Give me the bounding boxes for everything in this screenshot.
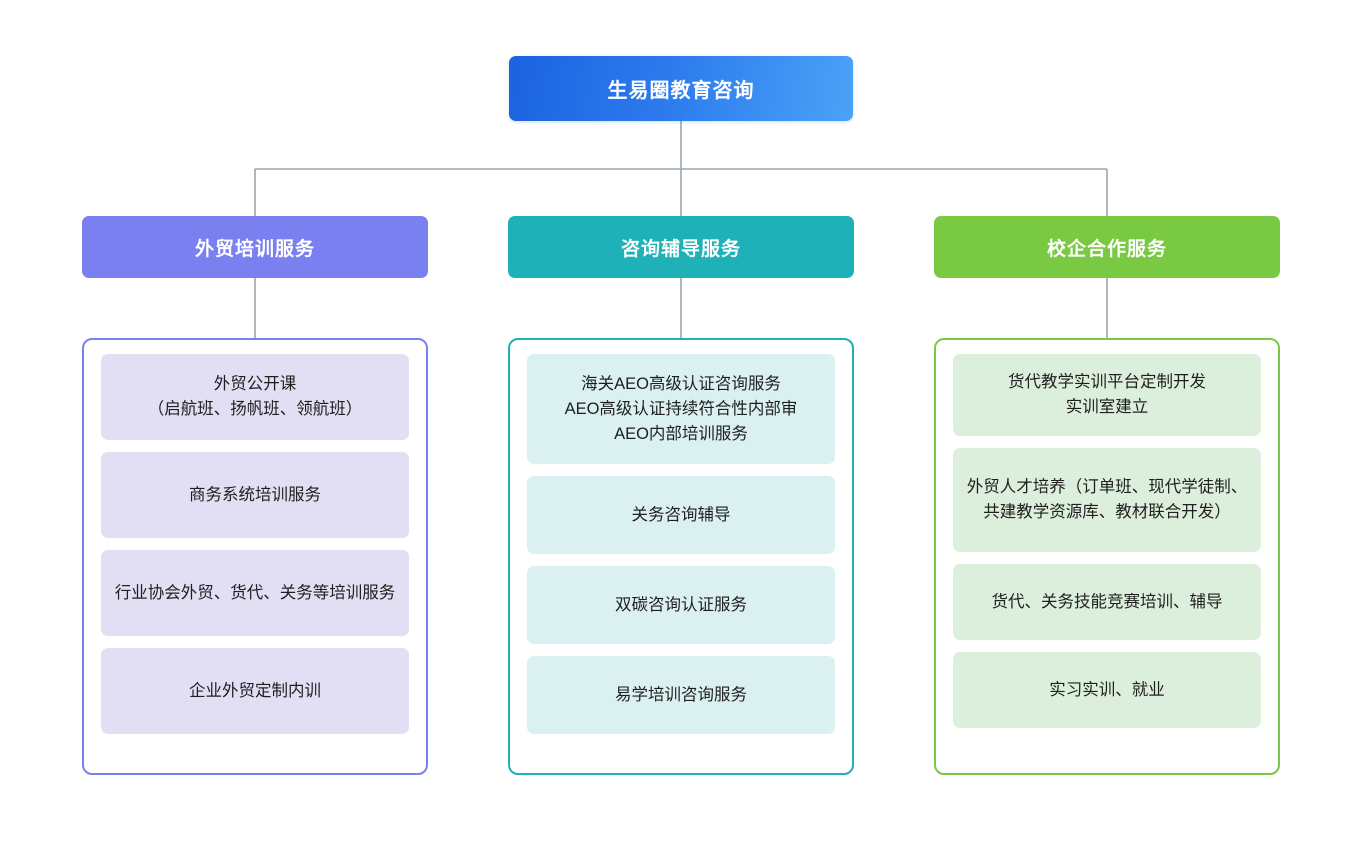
branch-header-consulting-tutoring[interactable]: 咨询辅导服务 [508, 216, 854, 278]
leaf-card-label: 外贸人才培养（订单班、现代学徒制、共建教学资源库、教材联合开发） [966, 478, 1248, 521]
branch-header-label: 咨询辅导服务 [620, 238, 741, 260]
leaf-card-label: 实习实训、就业 [1049, 680, 1165, 699]
leaf-card[interactable]: 双碳咨询认证服务 [527, 566, 835, 644]
branch-header-label: 外贸培训服务 [194, 238, 315, 260]
leaf-card-label: 易学培训咨询服务 [615, 685, 747, 704]
leaf-card-label: 行业协会外贸、货代、关务等培训服务 [114, 583, 396, 602]
leaf-card[interactable]: 外贸人才培养（订单班、现代学徒制、共建教学资源库、教材联合开发） [953, 448, 1261, 552]
leaf-card-label: 货代教学实训平台定制开发 实训室建立 [1008, 373, 1206, 416]
leaf-card[interactable]: 海关AEO高级认证咨询服务 AEO高级认证持续符合性内部审 AEO内部培训服务 [527, 354, 835, 464]
branch-body-consulting-tutoring: 海关AEO高级认证咨询服务 AEO高级认证持续符合性内部审 AEO内部培训服务 … [508, 338, 854, 775]
branch-body-foreign-trade-training: 外贸公开课 （启航班、扬帆班、领航班） 商务系统培训服务 行业协会外贸、货代、关… [82, 338, 428, 775]
branch-body-school-enterprise-cooperation: 货代教学实训平台定制开发 实训室建立 外贸人才培养（订单班、现代学徒制、共建教学… [934, 338, 1280, 775]
root-node-label: 生易圈教育咨询 [607, 80, 755, 102]
leaf-card-label: 双碳咨询认证服务 [615, 595, 747, 614]
branch-header-school-enterprise-cooperation[interactable]: 校企合作服务 [934, 216, 1280, 278]
leaf-card[interactable]: 行业协会外贸、货代、关务等培训服务 [101, 550, 409, 636]
leaf-card[interactable]: 商务系统培训服务 [101, 452, 409, 538]
leaf-card-label: 商务系统培训服务 [189, 485, 321, 504]
leaf-card[interactable]: 关务咨询辅导 [527, 476, 835, 554]
leaf-card-label: 外贸公开课 （启航班、扬帆班、领航班） [147, 375, 363, 418]
leaf-card[interactable]: 货代教学实训平台定制开发 实训室建立 [953, 354, 1261, 436]
branch-header-foreign-trade-training[interactable]: 外贸培训服务 [82, 216, 428, 278]
leaf-card[interactable]: 易学培训咨询服务 [527, 656, 835, 734]
leaf-card[interactable]: 企业外贸定制内训 [101, 648, 409, 734]
leaf-card-label: 企业外贸定制内训 [189, 681, 321, 700]
root-node[interactable]: 生易圈教育咨询 [509, 56, 853, 121]
branch-header-label: 校企合作服务 [1046, 238, 1167, 260]
leaf-card-label: 货代、关务技能竞赛培训、辅导 [991, 592, 1223, 611]
leaf-card-label: 关务咨询辅导 [631, 505, 731, 524]
leaf-card[interactable]: 实习实训、就业 [953, 652, 1261, 728]
leaf-card[interactable]: 货代、关务技能竞赛培训、辅导 [953, 564, 1261, 640]
leaf-card-label: 海关AEO高级认证咨询服务 AEO高级认证持续符合性内部审 AEO内部培训服务 [564, 374, 798, 443]
leaf-card[interactable]: 外贸公开课 （启航班、扬帆班、领航班） [101, 354, 409, 440]
